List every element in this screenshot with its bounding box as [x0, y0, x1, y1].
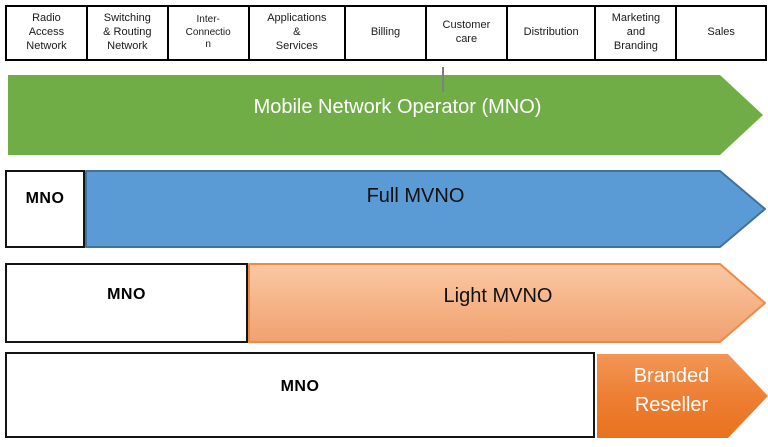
segment-inter-connection: Inter- Connectio n: [166, 5, 250, 61]
full-mvno-arrow-shape: [85, 170, 766, 248]
callout-connector-line: [442, 67, 444, 92]
segment-sales: Sales: [675, 5, 767, 61]
mno-arrow-label: Mobile Network Operator (MNO): [253, 96, 542, 118]
branded-reseller-arrow-shape: [597, 354, 768, 438]
segment-billing: Billing: [344, 5, 427, 61]
segment-customer-care: Customer care: [424, 5, 508, 61]
segment-label: Distribution: [523, 26, 579, 39]
segment-marketing-branding: Marketing and Branding: [594, 5, 678, 61]
segment-label: Billing: [370, 26, 401, 39]
segment-radio-access-network: Radio Access Network: [5, 5, 88, 61]
segment-label: Sales: [707, 26, 735, 39]
mno-box-label: MNO: [25, 190, 65, 207]
segment-switching-routing-network: Switching & Routing Network: [85, 5, 169, 61]
mno-arrow-shape: [8, 75, 763, 155]
mno-box-full-mvno-row: MNO: [5, 170, 85, 248]
full-mvno-arrow: Full MVNO: [85, 170, 766, 248]
value-chain-header-row: Radio Access Network Switching & Routing…: [5, 5, 767, 61]
full-mvno-label: Full MVNO: [366, 185, 465, 207]
mno-box-label: MNO: [280, 378, 320, 395]
branded-reseller-arrow: Branded Reseller: [597, 354, 768, 438]
mno-box-branded-reseller-row: MNO: [5, 352, 595, 438]
segment-label: Customer care: [442, 19, 491, 45]
segment-label: Marketing and Branding: [611, 12, 661, 52]
light-mvno-arrow-shape: [248, 263, 766, 343]
branded-reseller-label: Branded Reseller: [633, 365, 710, 416]
segment-applications-services: Applications & Services: [247, 5, 347, 61]
segment-label: Inter- Connectio n: [185, 14, 231, 51]
light-mvno-label: Light MVNO: [443, 285, 553, 307]
segment-distribution: Distribution: [505, 5, 597, 61]
segment-label: Radio Access Network: [26, 12, 67, 52]
light-mvno-arrow: Light MVNO: [248, 263, 766, 343]
mno-box-label: MNO: [107, 286, 146, 303]
mno-arrow: Mobile Network Operator (MNO): [8, 75, 763, 155]
mno-box-light-mvno-row: MNO: [5, 263, 248, 343]
segment-label: Applications & Services: [267, 12, 327, 52]
segment-label: Switching & Routing Network: [103, 12, 152, 52]
